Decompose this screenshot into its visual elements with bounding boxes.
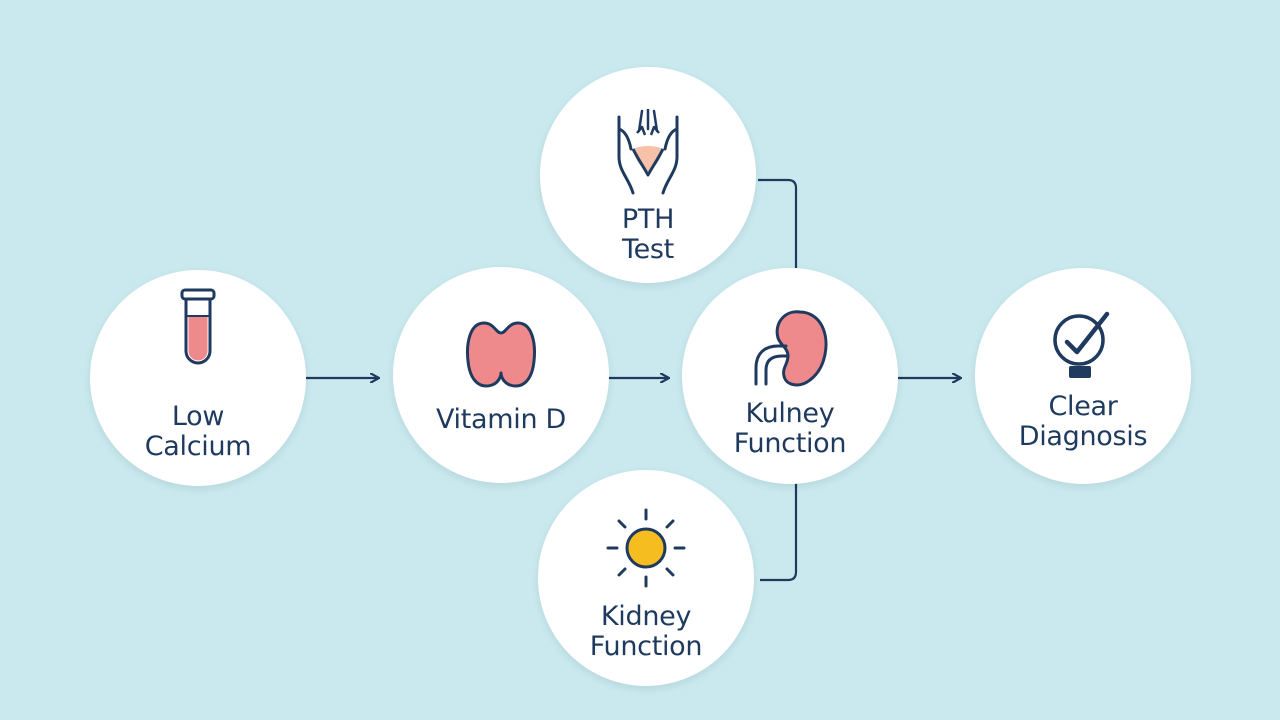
- connector-kidney-function-to-bottom-node: [760, 482, 798, 582]
- label-line: Kulney: [745, 398, 835, 429]
- node-label: Kulney Function: [682, 399, 898, 459]
- label-line: Function: [733, 428, 847, 459]
- test-tube-icon: [180, 288, 216, 365]
- checkmark-badge-icon: [1053, 311, 1110, 378]
- label-line: Test: [622, 234, 674, 265]
- label-line: Function: [589, 631, 703, 662]
- node-low-calcium: Low Calcium: [90, 270, 306, 486]
- node-label: Vitamin D: [393, 405, 609, 435]
- node-kidney-function-bottom: Kidney Function: [538, 470, 754, 686]
- label-line: PTH: [621, 204, 675, 235]
- label-line: Clear: [1048, 391, 1118, 422]
- node-vitamin-d: Vitamin D: [393, 267, 609, 483]
- node-label: Low Calcium: [90, 402, 306, 462]
- node-label: PTH Test: [540, 205, 756, 265]
- node-label: Kidney Function: [538, 602, 754, 662]
- thyroid-gland-icon: [466, 321, 536, 388]
- label-line: Vitamin D: [435, 404, 567, 435]
- node-label: Clear Diagnosis: [975, 392, 1191, 452]
- node-kidney-function-center: Kulney Function: [682, 268, 898, 484]
- label-line: Calcium: [144, 431, 252, 462]
- label-line: Diagnosis: [1018, 421, 1148, 452]
- connector-pth-test-to-kidney-function: [758, 178, 798, 268]
- node-pth-test: PTH Test: [540, 67, 756, 283]
- label-line: Low: [171, 401, 225, 432]
- label-line: Kidney: [600, 601, 692, 632]
- parathyroid-hands-icon: [617, 109, 679, 195]
- sun-icon: [606, 508, 686, 588]
- kidney-icon: [754, 310, 828, 387]
- node-clear-diagnosis: Clear Diagnosis: [975, 268, 1191, 484]
